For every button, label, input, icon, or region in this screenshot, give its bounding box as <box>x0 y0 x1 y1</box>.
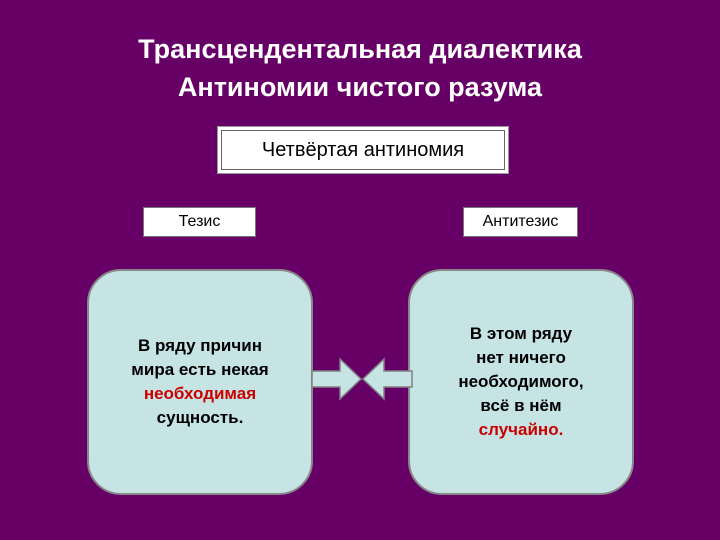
antithesis-label: Антитезис <box>463 207 578 237</box>
arrow-right-icon <box>311 357 363 401</box>
thesis-highlight-line: необходимая <box>143 384 257 403</box>
antithesis-line: нет ничего <box>476 348 566 367</box>
antithesis-line: В этом ряду <box>469 324 573 343</box>
main-title: Трансцендентальная диалектика <box>138 34 582 64</box>
opposition-arrows <box>311 357 413 401</box>
thesis-text: В ряду причин мира есть некая необходима… <box>131 334 268 430</box>
antithesis-line: всё в нём <box>480 396 562 415</box>
antinomy-heading: Четвёртая антиномия <box>221 130 505 170</box>
antithesis-line: необходимого, <box>458 372 584 391</box>
antithesis-text: В этом ряду нет ничего необходимого, всё… <box>458 322 583 442</box>
subtitle: Антиномии чистого разума <box>177 72 543 102</box>
antithesis-box: В этом ряду нет ничего необходимого, всё… <box>408 269 634 495</box>
thesis-label: Тезис <box>143 207 256 237</box>
thesis-line: сущность. <box>156 408 244 427</box>
arrow-left-icon <box>361 357 413 401</box>
antithesis-highlight-line: случайно. <box>478 420 564 439</box>
thesis-line: В ряду причин <box>138 336 262 355</box>
thesis-line: мира есть некая <box>131 360 269 379</box>
thesis-box: В ряду причин мира есть некая необходима… <box>87 269 313 495</box>
antinomy-heading-frame: Четвёртая антиномия <box>217 126 509 174</box>
